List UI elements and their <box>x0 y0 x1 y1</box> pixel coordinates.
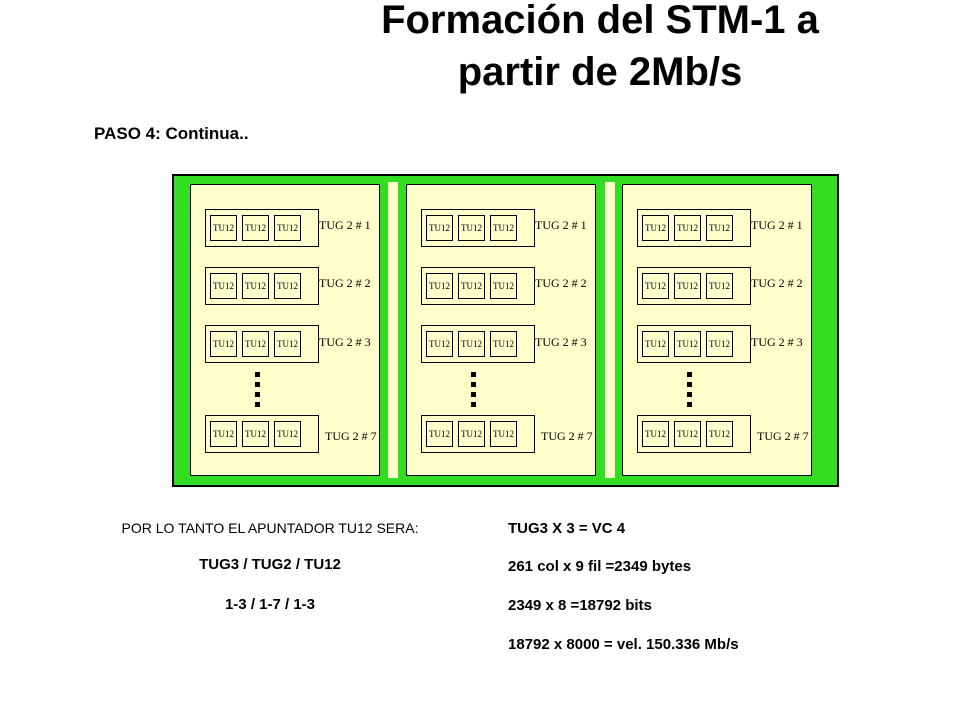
tug2-label: TUG 2 # 2 <box>319 276 371 290</box>
tug2-label: TUG 2 # 1 <box>535 218 587 232</box>
step-label: PASO 4: Continua.. <box>94 124 249 143</box>
tu12-box: TU12 <box>426 273 453 299</box>
tu12-box: TU12 <box>490 215 517 241</box>
tu12-box: TU12 <box>210 215 237 241</box>
calc-line-3: 2349 x 8 =18792 bits <box>508 597 652 614</box>
tug2-label: TUG 2 # 3 <box>535 335 587 349</box>
tu12-box: TU12 <box>458 273 485 299</box>
tu12-box: TU12 <box>274 331 301 357</box>
pointer-path: TUG3 / TUG2 / TU12 <box>199 556 341 573</box>
tug2-label: TUG 2 # 7 <box>541 429 593 443</box>
tug2-label: TUG 2 # 3 <box>319 335 371 349</box>
tug2-label: TUG 2 # 1 <box>319 218 371 232</box>
tug2-label: TUG 2 # 3 <box>751 335 803 349</box>
tu12-box: TU12 <box>274 215 301 241</box>
slide-title: Formación del STM-1 a partir de 2Mb/s <box>230 0 960 98</box>
tu12-box: TU12 <box>210 273 237 299</box>
tu12-box: TU12 <box>426 331 453 357</box>
tu12-box: TU12 <box>242 215 269 241</box>
tu12-box: TU12 <box>642 421 669 447</box>
tu12-box: TU12 <box>706 273 733 299</box>
tu12-box: TU12 <box>706 215 733 241</box>
tu12-box: TU12 <box>210 331 237 357</box>
tu12-box: TU12 <box>242 421 269 447</box>
tu12-box: TU12 <box>706 331 733 357</box>
pointer-values: 1-3 / 1-7 / 1-3 <box>224 596 316 613</box>
tu12-box: TU12 <box>642 215 669 241</box>
tu12-box: TU12 <box>458 215 485 241</box>
tug2-label: TUG 2 # 2 <box>535 276 587 290</box>
tu12-box: TU12 <box>426 215 453 241</box>
pointer-heading: POR LO TANTO EL APUNTADOR TU12 SERA: <box>121 520 419 536</box>
tug2-label: TUG 2 # 1 <box>751 218 803 232</box>
tu12-box: TU12 <box>490 273 517 299</box>
separator <box>388 182 398 478</box>
tu12-box: TU12 <box>458 331 485 357</box>
tu12-box: TU12 <box>674 273 701 299</box>
calc-line-4: 18792 x 8000 = vel. 150.336 Mb/s <box>508 636 739 653</box>
tug2-label: TUG 2 # 7 <box>325 429 377 443</box>
title-line-1: Formación del STM-1 a <box>381 0 819 42</box>
tu12-box: TU12 <box>274 421 301 447</box>
tu12-box: TU12 <box>426 421 453 447</box>
tu12-box: TU12 <box>490 421 517 447</box>
ellipsis-dots <box>255 372 260 412</box>
tu12-box: TU12 <box>674 215 701 241</box>
calc-line-2: 261 col x 9 fil =2349 bytes <box>508 558 692 575</box>
tu12-box: TU12 <box>274 273 301 299</box>
tu12-box: TU12 <box>642 273 669 299</box>
tug2-label: TUG 2 # 7 <box>757 429 809 443</box>
tug2-label: TUG 2 # 2 <box>751 276 803 290</box>
tu12-box: TU12 <box>490 331 517 357</box>
calc-line-1: TUG3 X 3 = VC 4 <box>508 520 626 537</box>
tu12-box: TU12 <box>242 273 269 299</box>
tu12-box: TU12 <box>210 421 237 447</box>
title-line-2: partir de 2Mb/s <box>457 50 743 94</box>
tu12-box: TU12 <box>458 421 485 447</box>
separator <box>605 182 615 478</box>
tu12-box: TU12 <box>242 331 269 357</box>
ellipsis-dots <box>471 372 476 412</box>
tu12-box: TU12 <box>674 331 701 357</box>
tu12-box: TU12 <box>674 421 701 447</box>
ellipsis-dots <box>687 372 692 412</box>
tu12-box: TU12 <box>642 331 669 357</box>
tu12-box: TU12 <box>706 421 733 447</box>
